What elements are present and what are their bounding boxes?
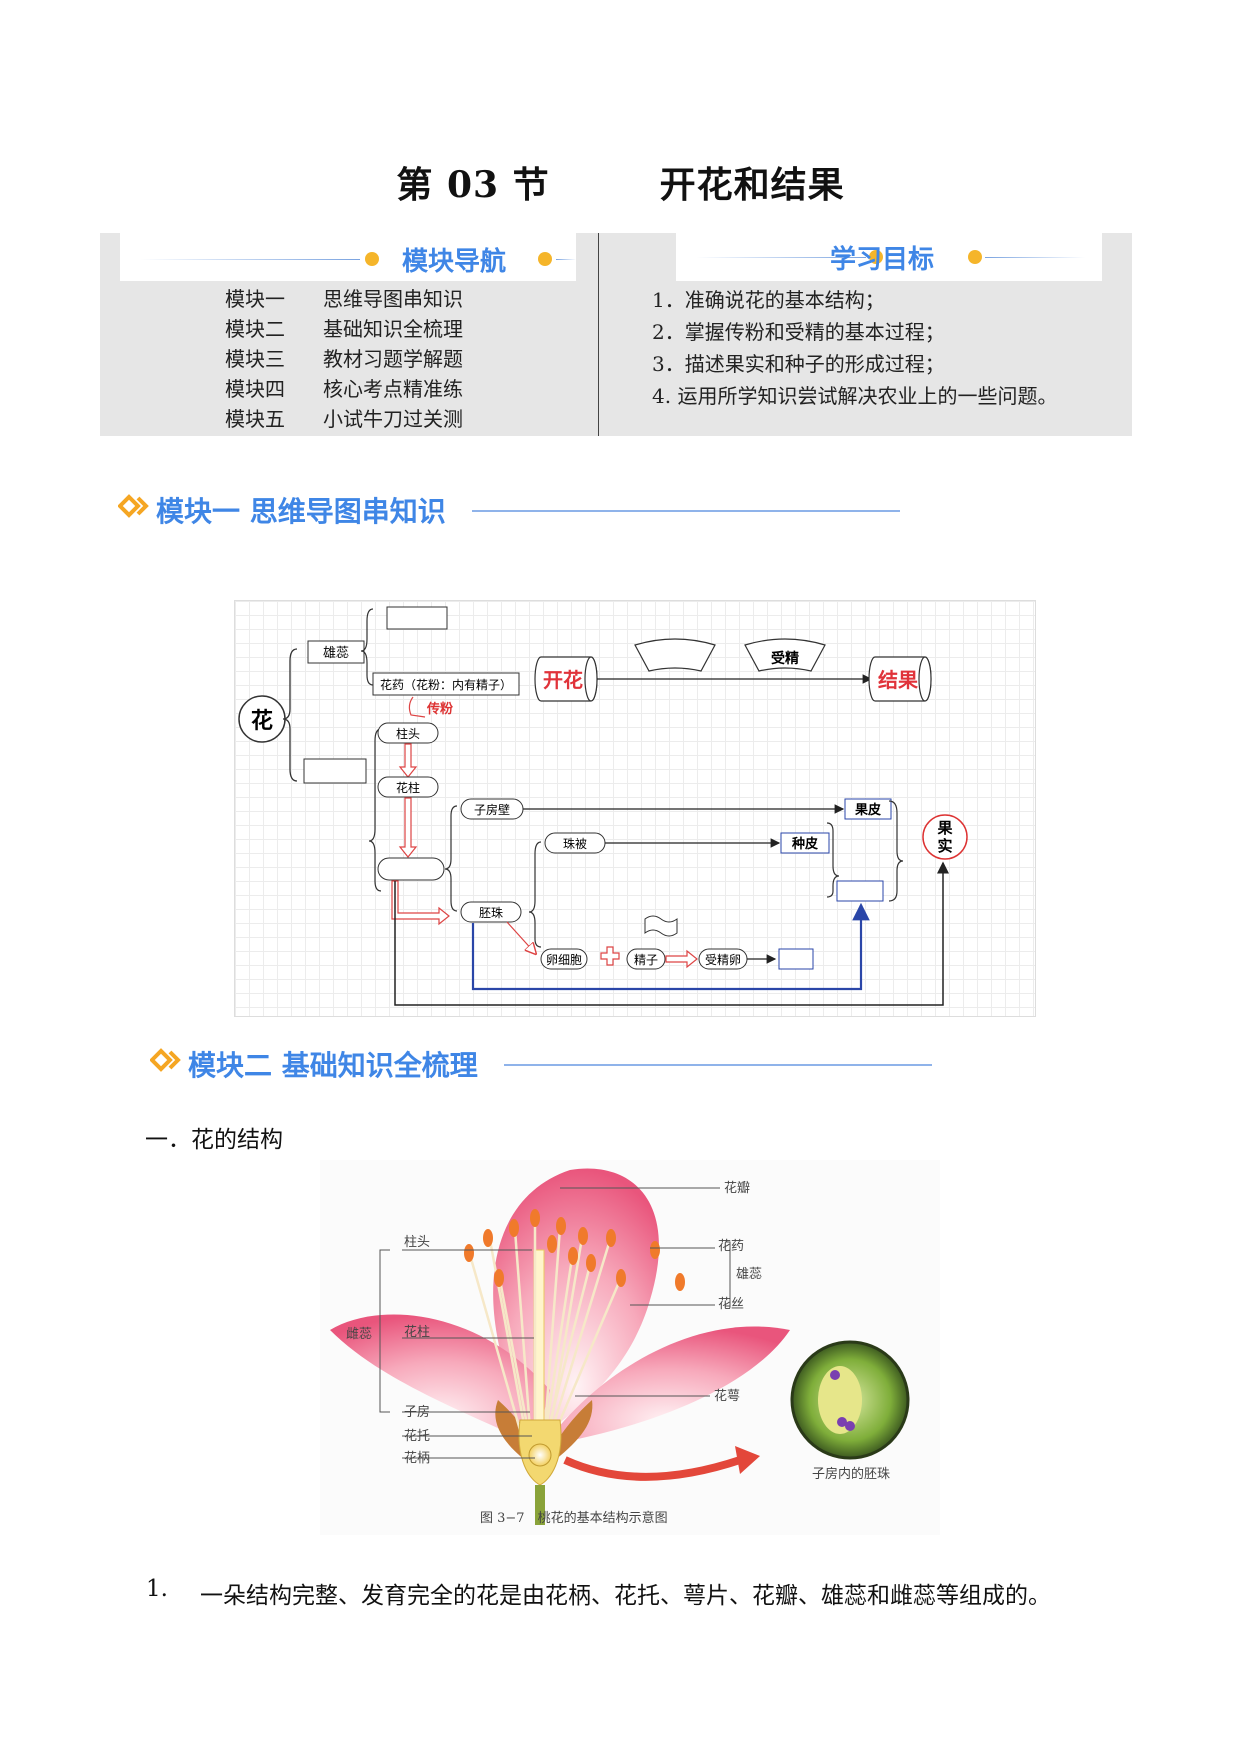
goal-item: 1．准确说花的基本结构；	[652, 288, 885, 312]
module-line	[472, 510, 900, 512]
label-ovule: 子房内的胚珠	[812, 1466, 890, 1482]
mm-flowering: 开花	[543, 668, 583, 692]
label-anther: 花药	[718, 1238, 744, 1254]
module1-title: 模块一 思维导图串知识	[156, 495, 446, 528]
mm-pericarp: 果皮	[854, 802, 881, 818]
label-petal: 花瓣	[724, 1180, 750, 1196]
mm-pollination: 传粉	[426, 701, 453, 717]
label-receptacle: 花托	[404, 1428, 430, 1444]
mm-sperm: 精子	[634, 953, 658, 967]
label-pedicel: 花柄	[404, 1450, 430, 1466]
diamond-arrow-icon	[117, 493, 150, 523]
goals-list: 1．准确说花的基本结构； 2．掌握传粉和受精的基本过程； 3．描述果实和种子的形…	[652, 284, 1057, 412]
page-title: 第 03 节 开花和结果	[0, 156, 1241, 208]
figure-caption: 图 3−7 桃花的基本结构示意图	[480, 1510, 668, 1526]
module-line	[504, 1064, 932, 1066]
dot-icon	[538, 252, 552, 266]
mm-stigma: 柱头	[396, 726, 420, 741]
goal-item: 2．掌握传粉和受精的基本过程；	[652, 320, 945, 344]
label-filament: 花丝	[718, 1296, 744, 1312]
goal-item: 3．描述果实和种子的形成过程；	[652, 352, 945, 376]
header-line	[140, 259, 360, 260]
section-heading: 一．花的结构	[145, 1127, 283, 1153]
mm-zygote: 受精卵	[705, 953, 741, 967]
nav-item[interactable]: 模块五小试牛刀过关测	[225, 407, 463, 431]
diamond-arrow-icon	[149, 1047, 182, 1077]
label-ovary: 子房	[404, 1404, 430, 1420]
header-line	[985, 257, 1085, 258]
mm-ovary-wall: 子房壁	[474, 802, 510, 817]
petal-right	[545, 1326, 790, 1445]
nav-header: 模块导航	[402, 247, 507, 277]
label-pistil: 雌蕊	[346, 1326, 372, 1342]
nav-item[interactable]: 模块一思维导图串知识	[225, 287, 463, 311]
header-line	[556, 259, 576, 260]
peach-flower-diagram: 花瓣 花药 雄蕊 花丝 柱头 雌蕊 花柱 花萼 子房 花托 花柄 子房内的胚珠 …	[320, 1160, 940, 1535]
mm-fruiting: 结果	[878, 668, 918, 692]
dot-icon	[365, 252, 379, 266]
mm-ovule: 胚珠	[479, 906, 503, 920]
mm-integument: 珠被	[563, 837, 587, 851]
nav-item[interactable]: 模块四核心考点精准练	[225, 377, 463, 401]
mind-map: 花 雄蕊 花药（花粉：内有精子） 传粉 柱头 花柱 子房壁 果皮	[234, 600, 1036, 1017]
mm-egg: 卵细胞	[546, 953, 582, 967]
mm-stamen: 雄蕊	[323, 646, 349, 661]
point-text: 一朵结构完整、发育完全的花是由花柄、花托、萼片、花瓣、雄蕊和雌蕊等组成的。	[200, 1583, 1051, 1609]
label-style: 花柱	[404, 1324, 430, 1340]
nav-item[interactable]: 模块三教材习题学解题	[225, 347, 463, 371]
mm-fruit: 果实	[936, 819, 953, 855]
nav-list: 模块一思维导图串知识 模块二基础知识全梳理 模块三教材习题学解题 模块四核心考点…	[225, 284, 463, 434]
mm-style: 花柱	[396, 780, 420, 795]
goals-header-title: 学习目标	[830, 245, 935, 275]
dot-icon	[869, 250, 883, 264]
panel-divider	[598, 233, 599, 436]
point-number: 1.	[146, 1576, 168, 1602]
mm-anther: 花药（花粉：内有精子）	[380, 677, 512, 692]
label-stigma: 柱头	[404, 1235, 430, 1250]
mm-seed-coat: 种皮	[791, 836, 818, 852]
module2-title: 模块二 基础知识全梳理	[188, 1049, 478, 1082]
mm-fertilization: 受精	[771, 650, 799, 667]
label-stamen: 雄蕊	[736, 1267, 762, 1282]
section-number: 第 03 节	[396, 164, 550, 206]
header-line	[696, 257, 866, 258]
section-name: 开花和结果	[659, 164, 845, 206]
nav-header-card: 模块导航	[120, 233, 576, 281]
label-sepal: 花萼	[714, 1388, 740, 1404]
goal-item: 4. 运用所学知识尝试解决农业上的一些问题。	[652, 384, 1058, 408]
nav-item[interactable]: 模块二基础知识全梳理	[225, 317, 463, 341]
mm-flower: 花	[251, 708, 273, 734]
dot-icon	[968, 250, 982, 264]
